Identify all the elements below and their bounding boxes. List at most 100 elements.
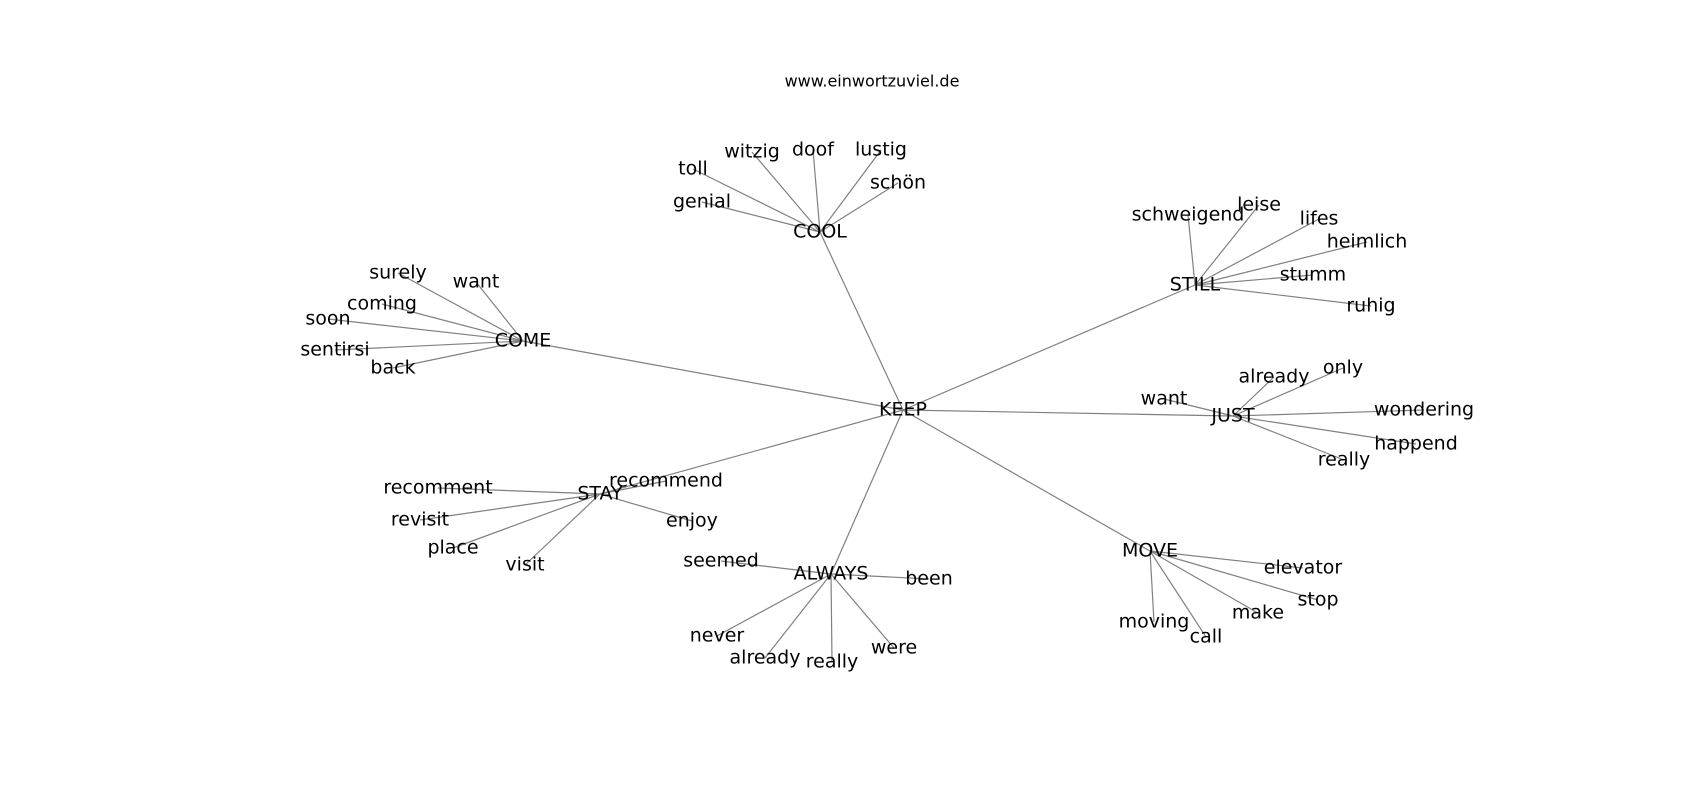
leaf-node-label: place — [427, 537, 478, 559]
edge-cool-leaf — [692, 168, 821, 233]
hub-node-label: JUST — [1210, 405, 1255, 427]
site-title: www.einwortzuviel.de — [785, 72, 960, 91]
edge-stay-leaf — [452, 493, 601, 549]
edge-root-come — [522, 340, 904, 411]
edge-root-cool — [819, 231, 904, 411]
leaf-node-label: lifes — [1300, 208, 1339, 230]
leaf-node-label: schweigend — [1132, 204, 1245, 226]
edge-cool-leaf — [819, 149, 882, 233]
leaf-node-label: doof — [792, 139, 835, 161]
edge-stay-leaf — [599, 480, 667, 495]
leaf-node-label: were — [871, 637, 917, 659]
label-layer: KEEP COOL toll witzig doof lustig schön genialC… — [300, 139, 1474, 673]
leaf-node-label: sentirsi — [300, 339, 369, 361]
edge-cool-leaf — [751, 151, 821, 233]
leaf-node-label: already — [1239, 366, 1310, 388]
leaf-node-label: make — [1232, 602, 1284, 624]
leaf-node-label: seemed — [683, 550, 759, 572]
leaf-node-label: coming — [347, 293, 417, 315]
edge-always-leaf — [716, 573, 832, 637]
edge-always-leaf — [764, 573, 832, 659]
leaf-node-label: toll — [678, 158, 708, 180]
edge-move-leaf — [1149, 550, 1259, 614]
edge-come-leaf — [381, 303, 524, 342]
leaf-node-label: enjoy — [666, 510, 718, 532]
edge-cool-leaf — [812, 149, 821, 233]
edge-just-leaf — [1232, 415, 1345, 461]
leaf-node-label: recommend — [609, 470, 723, 492]
leaf-node-label: really — [1318, 449, 1371, 471]
leaf-node-label: been — [905, 568, 952, 590]
edge-still-leaf — [1194, 241, 1368, 286]
edge-stay-leaf — [599, 493, 693, 522]
edge-come-leaf — [475, 281, 524, 342]
edge-root-still — [902, 284, 1196, 411]
hub-node-label: MOVE — [1122, 540, 1178, 562]
leaf-node-label: heimlich — [1327, 231, 1408, 253]
leaf-node-label: visit — [505, 554, 544, 576]
root-node-label: KEEP — [879, 399, 927, 421]
edge-move-leaf — [1149, 550, 1319, 601]
edge-still-leaf — [1194, 284, 1372, 307]
hub-node-label: ALWAYS — [794, 563, 869, 585]
leaf-node-label: back — [370, 357, 415, 379]
leaf-node-label: really — [806, 651, 859, 673]
hub-node-label: COME — [495, 330, 552, 352]
leaf-node-label: only — [1323, 357, 1363, 379]
leaf-node-label: happend — [1374, 433, 1458, 455]
edge-still-leaf — [1187, 214, 1196, 286]
leaf-node-label: elevator — [1264, 557, 1343, 579]
edge-move-leaf — [1149, 550, 1304, 569]
edge-cool-leaf — [819, 182, 899, 233]
edge-just-leaf — [1232, 409, 1425, 417]
edge-still-leaf — [1194, 218, 1320, 286]
edge-come-leaf — [392, 340, 524, 369]
leaf-node-label: already — [730, 647, 801, 669]
leaf-node-label: schön — [870, 172, 926, 194]
edge-root-just — [902, 409, 1234, 417]
leaf-node-label: soon — [305, 308, 350, 330]
leaf-node-label: stop — [1297, 589, 1338, 611]
hub-node-label: COOL — [793, 221, 847, 243]
edge-come-leaf — [327, 318, 524, 342]
leaf-node-label: want — [1141, 388, 1188, 410]
hub-node-label: STAY — [577, 483, 623, 505]
edge-always-leaf — [720, 560, 832, 575]
leaf-node-label: want — [453, 271, 500, 293]
edge-still-leaf — [1194, 204, 1260, 286]
edge-just-leaf — [1232, 367, 1344, 417]
hub-node-label: STILL — [1170, 274, 1221, 296]
leaf-node-label: witzig — [724, 141, 780, 163]
edge-root-always — [830, 409, 904, 575]
edge-still-leaf — [1194, 274, 1314, 286]
edge-stay-leaf — [419, 493, 601, 521]
edge-stay-leaf — [437, 487, 601, 495]
leaf-node-label: stumm — [1280, 264, 1346, 286]
leaf-node-label: lustig — [855, 139, 907, 161]
edge-just-leaf — [1232, 376, 1275, 417]
edge-just-leaf — [1163, 398, 1234, 417]
leaf-node-label: surely — [369, 262, 427, 284]
leaf-node-label: wondering — [1374, 399, 1474, 421]
edge-move-leaf — [1149, 550, 1155, 623]
edge-root-stay — [599, 409, 904, 495]
edge-always-leaf — [830, 573, 930, 580]
edge-come-leaf — [397, 272, 524, 342]
edge-come-leaf — [334, 340, 524, 351]
leaf-node-label: ruhig — [1346, 295, 1395, 317]
edge-cool-leaf — [701, 201, 821, 233]
edge-root-move — [902, 409, 1151, 552]
edge-move-leaf — [1149, 550, 1207, 638]
leaf-node-label: leise — [1237, 194, 1281, 216]
leaf-node-label: never — [690, 625, 745, 647]
leaf-node-label: revisit — [391, 509, 449, 531]
edge-always-leaf — [830, 573, 833, 663]
leaf-node-label: recomment — [383, 477, 492, 499]
edge-always-leaf — [830, 573, 895, 649]
leaf-node-label: moving — [1119, 611, 1190, 633]
edge-layer — [327, 149, 1425, 663]
edge-just-leaf — [1232, 415, 1417, 445]
leaf-node-label: genial — [673, 191, 731, 213]
leaf-node-label: call — [1190, 626, 1223, 648]
